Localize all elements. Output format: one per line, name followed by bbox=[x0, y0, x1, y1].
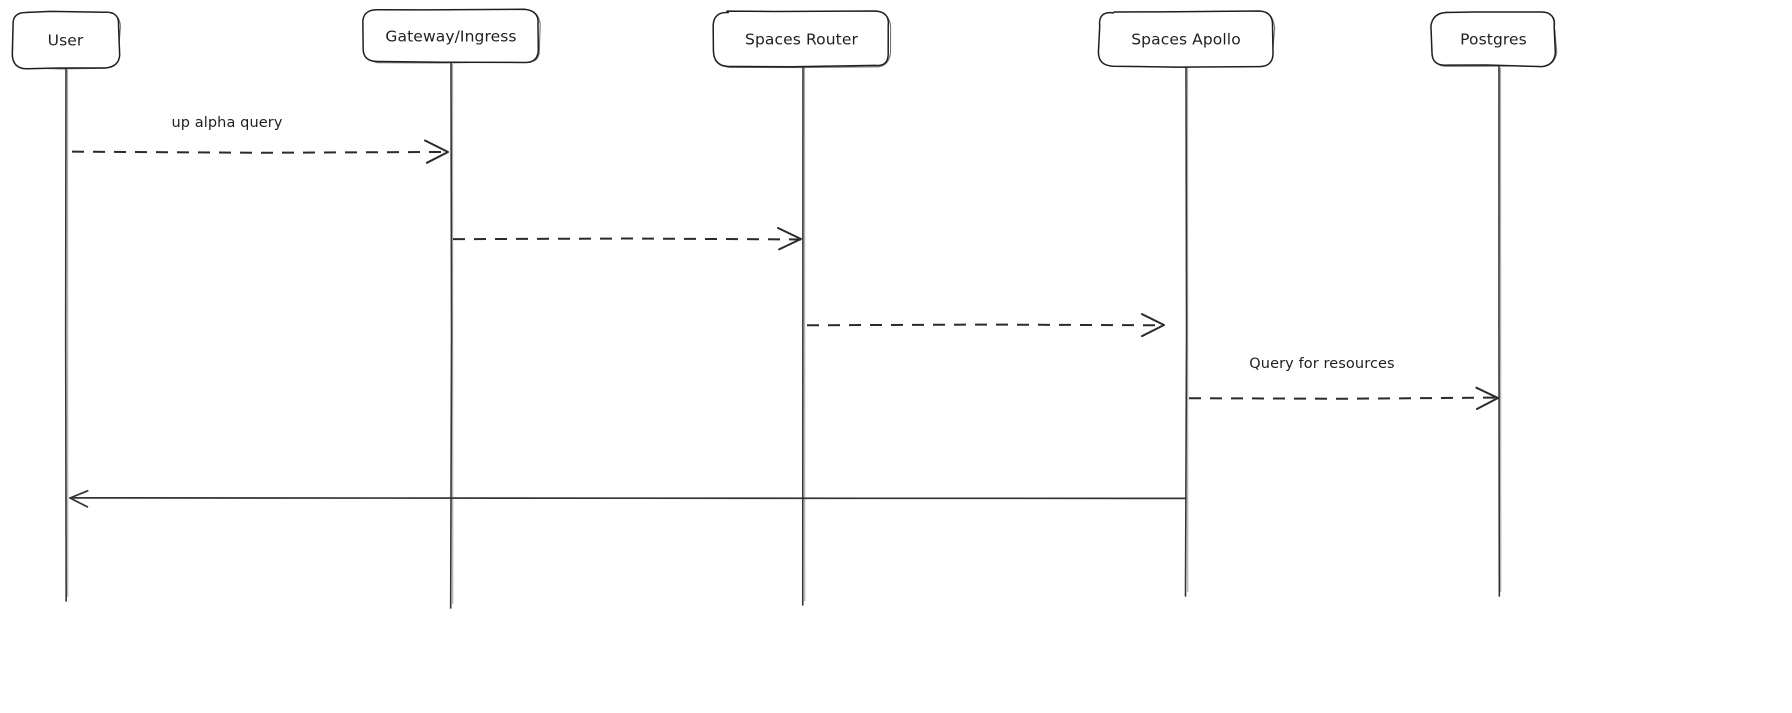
message-msg-3[interactable] bbox=[806, 313, 1165, 338]
message-msg-2[interactable] bbox=[452, 227, 802, 251]
lifeline-spaces-apollo bbox=[1184, 65, 1189, 597]
participants-layer: User Gateway/Ingress Spaces Router Spaces A… bbox=[11, 8, 1558, 70]
message-line bbox=[452, 237, 802, 241]
lifeline-line bbox=[449, 61, 453, 609]
participant-box[interactable] bbox=[362, 8, 540, 64]
message-arrowhead bbox=[1475, 386, 1499, 410]
participant-label: Spaces Apollo bbox=[1131, 31, 1241, 49]
message-msg-5[interactable] bbox=[69, 489, 1187, 508]
lifeline-postgres bbox=[1498, 65, 1502, 597]
participant-user[interactable]: User bbox=[11, 10, 121, 70]
participant-box[interactable] bbox=[712, 10, 890, 68]
message-arrowhead bbox=[777, 227, 802, 251]
lifeline-spaces-router bbox=[801, 65, 806, 606]
message-label: up alpha query bbox=[171, 115, 282, 131]
message-arrowhead bbox=[1140, 313, 1165, 338]
lifeline-user bbox=[64, 67, 69, 602]
lifeline-gateway bbox=[449, 61, 454, 609]
participant-label: User bbox=[48, 32, 84, 50]
message-msg-1[interactable]: up alpha query bbox=[71, 115, 449, 164]
participant-gateway[interactable]: Gateway/Ingress bbox=[362, 8, 541, 64]
lifelines-layer bbox=[64, 61, 1502, 609]
lifeline-line bbox=[64, 67, 67, 602]
message-line bbox=[71, 150, 449, 154]
participant-postgres[interactable]: Postgres bbox=[1430, 11, 1558, 68]
participant-label: Gateway/Ingress bbox=[385, 28, 516, 46]
participant-box[interactable] bbox=[1097, 10, 1274, 68]
message-line bbox=[1188, 396, 1499, 400]
participant-spaces-apollo[interactable]: Spaces Apollo bbox=[1097, 10, 1276, 68]
participant-label: Spaces Router bbox=[745, 31, 858, 49]
lifeline-line bbox=[1184, 65, 1188, 597]
participant-label: Postgres bbox=[1460, 31, 1527, 49]
participant-box[interactable] bbox=[11, 10, 121, 70]
message-arrowhead bbox=[69, 489, 89, 508]
message-line bbox=[806, 323, 1165, 327]
message-arrowhead bbox=[424, 139, 449, 164]
message-line bbox=[69, 497, 1187, 500]
participant-box[interactable] bbox=[1430, 11, 1557, 68]
participant-spaces-router[interactable]: Spaces Router bbox=[712, 10, 892, 69]
message-label: Query for resources bbox=[1249, 356, 1394, 372]
message-msg-4[interactable]: Query for resources bbox=[1188, 356, 1499, 410]
